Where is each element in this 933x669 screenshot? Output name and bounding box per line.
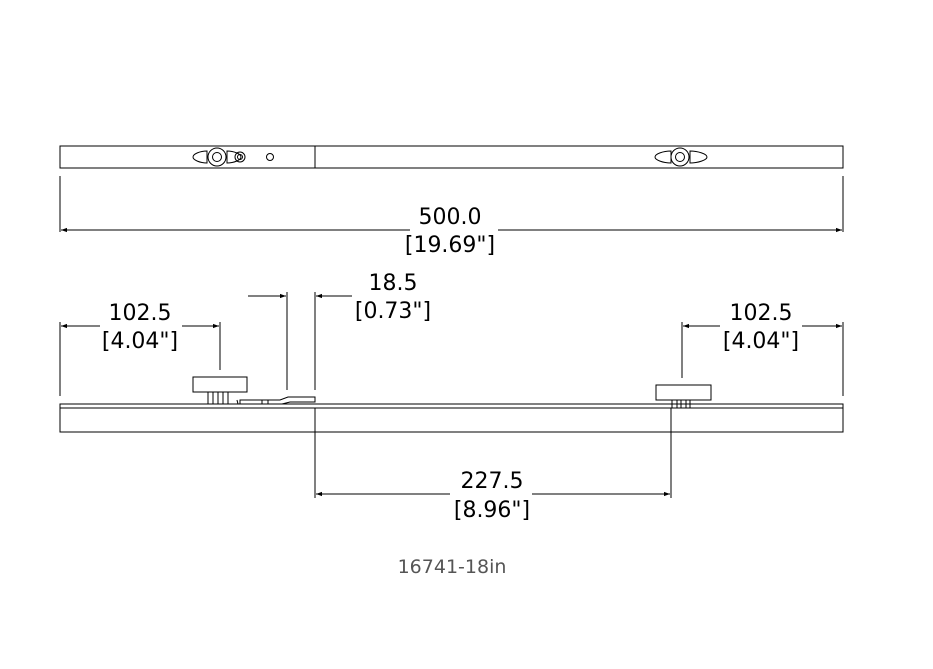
left-offset-in: [4.04"] [102,329,178,354]
right-clamp-side [655,384,712,408]
right-offset-in: [4.04"] [723,329,799,354]
gap-mm: 18.5 [369,271,418,296]
left-wing-nut-top [192,147,274,167]
side-view-rail [59,403,844,433]
top-view-rail [59,145,844,169]
spacing-mm: 227.5 [461,469,524,494]
overall-length-mm: 500.0 [419,205,482,230]
right-wing-nut-top [654,147,708,167]
left-offset-mm: 102.5 [109,301,172,326]
top-view [59,145,844,233]
spacing-in: [8.96"] [454,498,530,523]
overall-length-in: [19.69"] [405,233,495,258]
right-offset-mm: 102.5 [730,301,793,326]
gap-in: [0.73"] [355,299,431,324]
side-view [59,292,844,498]
part-number-label: 16741-18in [398,556,507,578]
left-clamp-side [192,376,316,405]
